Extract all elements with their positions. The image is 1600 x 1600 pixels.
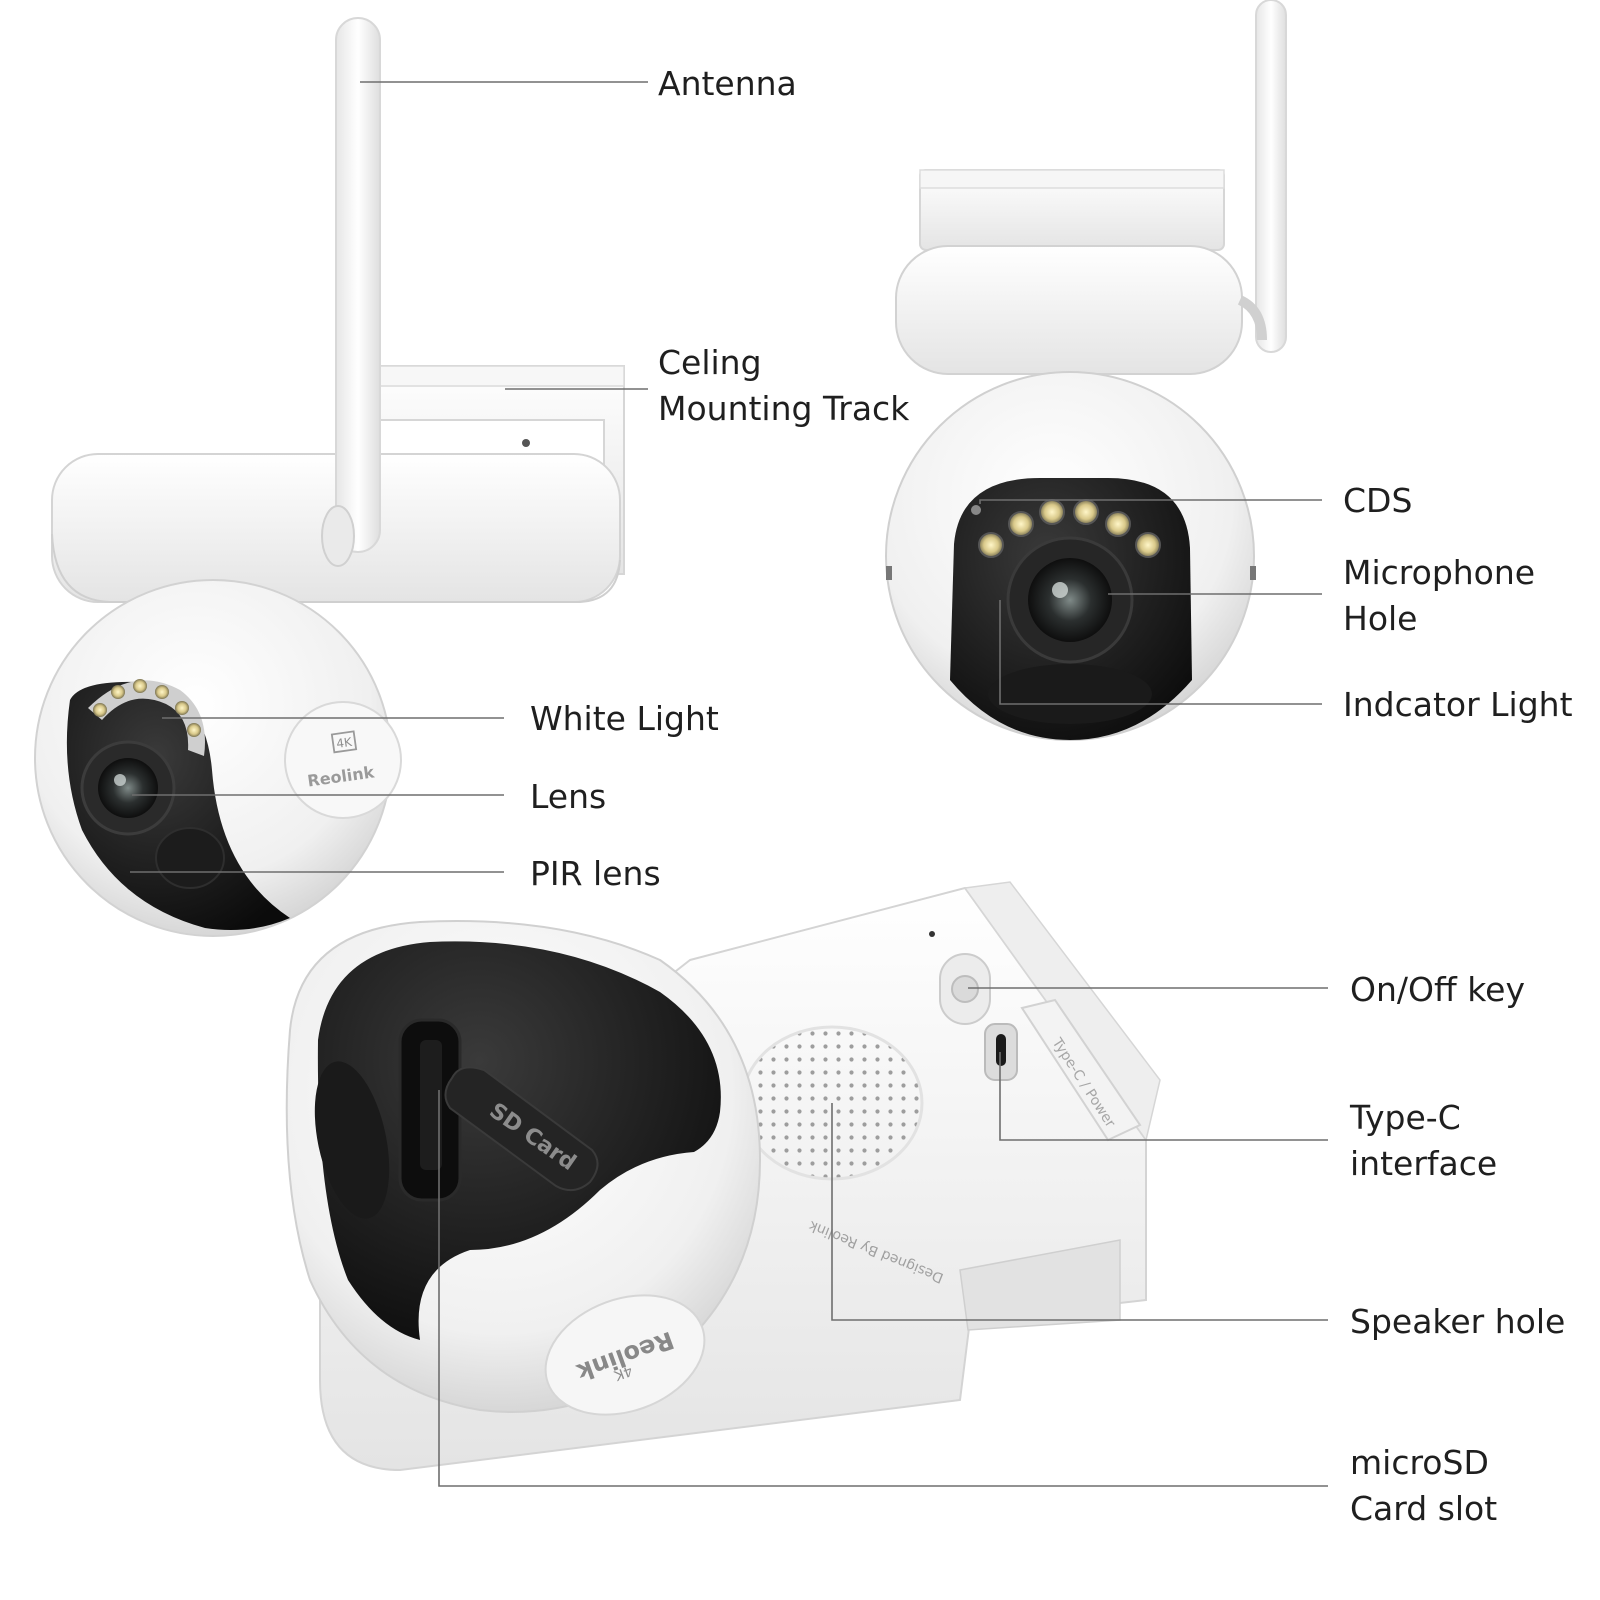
- label-pir-line-1: PIR lens: [530, 854, 661, 893]
- camera-front-view: [885, 0, 1287, 741]
- label-indicator-line-1: Indcator Light: [1343, 685, 1573, 724]
- leader-speaker: [831, 1103, 1328, 1321]
- label-cds-line-1: CDS: [1343, 481, 1413, 520]
- label-microsd-line-1: microSD: [1350, 1443, 1489, 1482]
- label-typec-line-2: interface: [1350, 1144, 1498, 1183]
- label-lens: Lens: [530, 774, 606, 820]
- leader-microsd: [438, 1090, 1328, 1487]
- label-pir-lens: PIR lens: [530, 851, 661, 897]
- leader-cds: [979, 499, 1322, 504]
- label-white-light-line-1: White Light: [530, 699, 719, 738]
- leader-typec: [999, 1052, 1328, 1141]
- camera-bottom-view: Type-C / Power Designed By Reolink SD Ca…: [285, 881, 1161, 1472]
- label-mount-line-1: Celing: [658, 343, 762, 382]
- label-speaker-line-1: Speaker hole: [1350, 1302, 1566, 1341]
- badge-resolution-text: 4K: [335, 735, 353, 751]
- label-lens-line-1: Lens: [530, 777, 607, 816]
- label-microsd-line-2: Card slot: [1350, 1489, 1498, 1528]
- leader-indicator: [999, 600, 1322, 705]
- label-mount-line-2: Mounting Track: [658, 389, 910, 428]
- leader-lines: [130, 81, 1328, 1487]
- label-antenna-line-1: Antenna: [658, 64, 797, 103]
- label-type-c-interface: Type-C interface: [1350, 1095, 1497, 1187]
- label-white-light: White Light: [530, 696, 719, 742]
- label-on-off-key: On/Off key: [1350, 967, 1525, 1013]
- label-onoff-line-1: On/Off key: [1350, 970, 1525, 1009]
- label-mic-line-1: Microphone: [1343, 553, 1536, 592]
- label-microsd-card-slot: microSD Card slot: [1350, 1440, 1497, 1532]
- label-mic-line-2: Hole: [1343, 599, 1418, 638]
- label-antenna: Antenna: [658, 61, 797, 107]
- label-microphone-hole: Microphone Hole: [1343, 550, 1535, 642]
- label-ceiling-mounting-track: Celing Mounting Track: [658, 340, 909, 432]
- label-cds: CDS: [1343, 478, 1412, 524]
- label-indicator-light: Indcator Light: [1343, 682, 1573, 728]
- label-speaker-hole: Speaker hole: [1350, 1299, 1565, 1345]
- camera-side-view: 4K Reolink: [34, 17, 625, 937]
- bottom-badge-resolution-text: 4K: [611, 1362, 634, 1384]
- label-typec-line-1: Type-C: [1350, 1098, 1461, 1137]
